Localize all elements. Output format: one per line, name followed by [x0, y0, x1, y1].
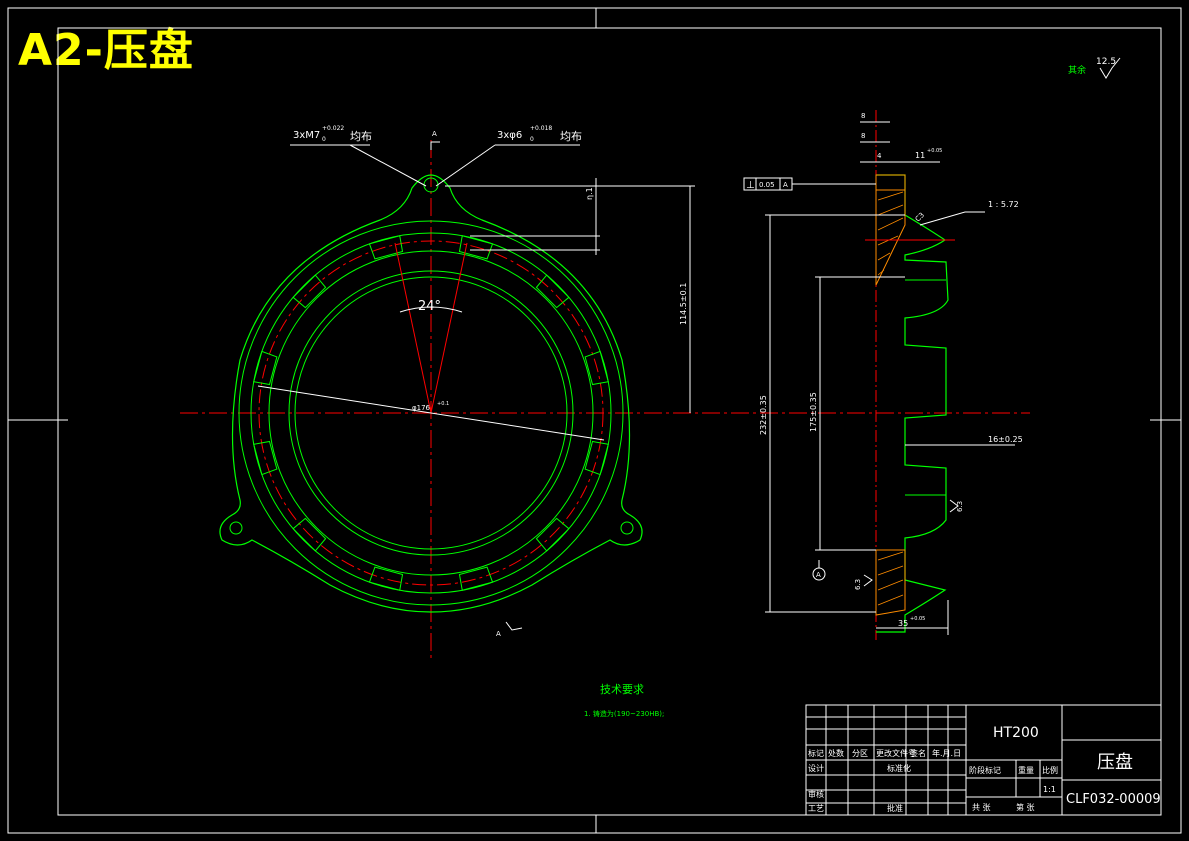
- tech-item-1: 1. 铸造为(190~230HB);: [584, 709, 664, 718]
- dim-height-1: 232±0.35: [759, 395, 768, 435]
- label-weight: 重量: [1018, 765, 1034, 775]
- inner-frame: [57, 27, 1162, 816]
- ring-4: [268, 250, 594, 576]
- note-right-suffix: 均布: [560, 130, 582, 143]
- slot-mark: [535, 274, 570, 309]
- surface-finish-mark: 其余 12.5: [1068, 57, 1121, 79]
- inner-bore: [294, 276, 568, 550]
- label-change-doc: 更改文件号: [876, 748, 916, 758]
- taper-label: 1 : 5.72: [988, 200, 1019, 209]
- label-mark: 标记: [808, 748, 824, 758]
- dim-top-3: 4: [877, 152, 882, 160]
- roughness-2: 6.3: [854, 579, 862, 590]
- slot-mark: [458, 566, 494, 591]
- tech-requirements: 技术要求 1. 铸造为(190~230HB);: [584, 683, 664, 718]
- dim-top-width: 11: [915, 151, 925, 160]
- part-name: 压盘: [1097, 752, 1133, 773]
- angle-line-right: [430, 242, 468, 414]
- pitch-circle: [258, 240, 604, 586]
- front-view: 24° φ176 +0.1 3xM7 +0.022 0 均布 3xφ6 +0.0…: [180, 125, 1030, 660]
- label-review: 审核: [808, 789, 824, 799]
- label-zone: 分区: [852, 749, 868, 758]
- side-view: 232±0.35 175±0.35 8 8 4 11 +0.05 ⊥ 0.05 …: [743, 110, 1023, 640]
- scale: 1:1: [1043, 785, 1056, 794]
- slot-mark: [584, 350, 609, 386]
- centering-marks: [8, 8, 1181, 833]
- slot-mark: [292, 517, 327, 552]
- perp-value: 0.05: [759, 181, 775, 189]
- label-process: 工艺: [808, 804, 824, 813]
- dim-height-2: 175±0.35: [809, 392, 818, 432]
- dim-bottom-width: 35: [898, 619, 908, 628]
- slot-mark: [253, 350, 278, 386]
- label-design: 设计: [808, 763, 824, 773]
- title-block-text: HT200 压盘 CLF032-00009 1:1 标记 处数 分区 更改文件号…: [808, 725, 1161, 813]
- label-signature: 签名: [910, 748, 926, 758]
- diameter-line: [257, 385, 605, 441]
- slot-mark: [458, 235, 494, 260]
- perp-datum: A: [783, 181, 788, 189]
- dim-vertical-small: η.1: [585, 187, 594, 200]
- dim-right: 16±0.25: [988, 435, 1023, 444]
- label-date: 年.月.日: [932, 748, 961, 758]
- slot-mark: [253, 440, 278, 476]
- slot-mark: [584, 440, 609, 476]
- title-block: [805, 704, 1162, 816]
- drawing-number: CLF032-00009: [1066, 792, 1161, 807]
- label-sheet-no: 第 张: [1016, 802, 1035, 812]
- outer-ring: [238, 220, 624, 606]
- leader-right: [435, 144, 496, 187]
- note-left-tol-lower: 0: [322, 136, 326, 143]
- left-lug-hole: [229, 521, 243, 535]
- roughness-1: 6.3: [956, 501, 964, 512]
- note-right-tol-lower: 0: [530, 136, 534, 143]
- angle-label: 24°: [418, 299, 441, 314]
- slot-mark: [535, 517, 570, 552]
- ring-2: [250, 232, 612, 594]
- label-stage-mark: 阶段标记: [969, 765, 1001, 775]
- perp-symbol: ⊥: [746, 180, 755, 191]
- slot-marks: [253, 235, 609, 591]
- note-left-suffix: 均布: [350, 130, 372, 143]
- diameter-tol: +0.1: [437, 401, 449, 407]
- label-ratio: 比例: [1042, 765, 1058, 775]
- dim-top-1: 8: [861, 112, 865, 120]
- label-count: 处数: [828, 748, 844, 758]
- datum-label: A: [816, 571, 821, 579]
- slot-mark: [292, 274, 327, 309]
- dim-top-2: 8: [861, 132, 865, 140]
- label-approve: 批准: [887, 803, 903, 813]
- hatch-bottom: [875, 549, 906, 616]
- tech-heading: 技术要求: [600, 683, 644, 696]
- angle-arc: [399, 306, 463, 313]
- slot-mark: [368, 566, 404, 591]
- flange-outline: [219, 174, 643, 613]
- diameter-label: φ176: [412, 404, 431, 412]
- label-standardize: 标准化: [887, 763, 911, 773]
- sheet-title: A2-压盘: [18, 25, 194, 76]
- surface-finish-value: 12.5: [1096, 57, 1116, 67]
- right-lug-hole: [620, 521, 634, 535]
- section-mark-bottom: A: [496, 630, 501, 638]
- slot-mark: [368, 235, 404, 260]
- surface-finish-label: 其余: [1068, 64, 1086, 76]
- inner-bore-outer: [288, 270, 574, 556]
- material: HT200: [993, 725, 1039, 741]
- label-sheets-total: 共 张: [972, 803, 991, 812]
- note-left: 3xM7: [293, 130, 320, 141]
- note-right: 3xφ6: [497, 130, 522, 141]
- section-mark-top: A: [432, 130, 437, 138]
- note-right-tol-upper: +0.018: [530, 125, 552, 132]
- dim-vertical-large: 114.5±0.1: [679, 283, 688, 325]
- dim-top-width-tol: +0.05: [927, 148, 942, 154]
- angle-line-left: [394, 242, 432, 414]
- dim-bottom-tol: +0.05: [910, 616, 925, 622]
- leader-left: [349, 144, 427, 187]
- side-profile: [876, 174, 949, 633]
- hatch-top: [875, 189, 906, 286]
- note-left-tol-upper: +0.022: [322, 125, 344, 132]
